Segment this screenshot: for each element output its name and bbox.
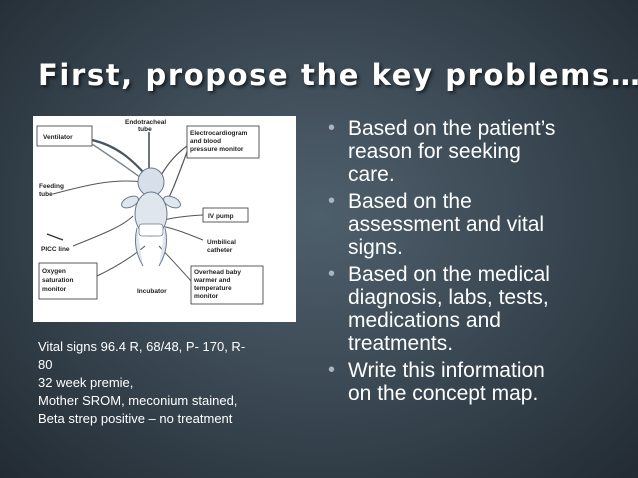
bullet-item: • Based on the medical diagnosis, labs, … <box>326 263 626 355</box>
label-umbilical-1: Umbilical <box>207 239 236 246</box>
bullet-text-line: diagnosis, labs, tests, <box>348 286 549 309</box>
bullet-dot: • <box>328 263 336 285</box>
label-oxygen-2: saturation <box>42 277 73 284</box>
label-feeding-1: Feeding <box>39 183 64 190</box>
label-incubator: Incubator <box>137 288 167 295</box>
bullet-text-line: reason for seeking <box>348 140 521 163</box>
bullet-text-line: Based on the medical <box>348 263 550 286</box>
bullet-text-line: signs. <box>348 236 403 259</box>
label-oxygen-3: monitor <box>42 286 67 293</box>
vitals-line: 32 week premie, <box>38 375 134 390</box>
label-overhead-1: Overhead baby <box>194 269 241 276</box>
vital-signs-notes: Vital signs 96.4 R, 68/48, P- 170, R- 80… <box>38 338 308 428</box>
label-picc: PICC line <box>41 246 70 253</box>
label-iv-pump: IV pump <box>208 213 234 220</box>
bullet-text-line: Based on the <box>348 190 472 213</box>
vitals-line: Mother SROM, meconium stained, <box>38 393 238 408</box>
label-ecg-1: Electrocardiogram <box>190 130 248 137</box>
bullet-text-line: on the concept map. <box>348 382 539 405</box>
bullet-dot: • <box>328 359 336 381</box>
bullet-item: • Write this information on the concept … <box>326 359 626 405</box>
bullet-list: • Based on the patient’s reason for seek… <box>326 117 626 409</box>
label-feeding-2: tube <box>39 191 53 198</box>
label-ventilator: Ventilator <box>43 134 73 141</box>
label-overhead-4: monitor <box>194 293 219 300</box>
bullet-text-line: medications and <box>348 309 501 332</box>
bullet-text-line: Based on the patient’s <box>348 117 556 140</box>
bullet-text-line: care. <box>348 163 395 186</box>
bullet-item: • Based on the patient’s reason for seek… <box>326 117 626 186</box>
bullet-dot: • <box>328 117 336 139</box>
label-ecg-3: pressure monitor <box>190 146 244 153</box>
nicu-infant-illustration: Ventilator Endotracheal tube Electrocard… <box>33 116 296 322</box>
vitals-line: 80 <box>38 357 53 372</box>
bullet-item: • Based on the assessment and vital sign… <box>326 190 626 259</box>
vitals-line: Beta strep positive – no treatment <box>38 411 233 426</box>
label-endotracheal-2: tube <box>138 126 152 133</box>
bullet-text-line: Write this information <box>348 359 545 382</box>
bullet-text-line: assessment and vital <box>348 213 545 236</box>
label-umbilical-2: catheter <box>207 247 233 254</box>
label-oxygen-1: Oxygen <box>42 268 66 275</box>
label-overhead-3: temperature <box>194 285 232 292</box>
bullet-text-line: treatments. <box>348 332 454 355</box>
label-endotracheal-1: Endotracheal <box>125 119 166 126</box>
slide-title: First, propose the key problems… <box>38 58 638 92</box>
label-ecg-2: and blood <box>190 138 221 145</box>
vitals-line: Vital signs 96.4 R, 68/48, P- 170, R- <box>38 339 246 354</box>
label-overhead-2: warmer and <box>193 277 231 284</box>
bullet-dot: • <box>328 190 336 212</box>
